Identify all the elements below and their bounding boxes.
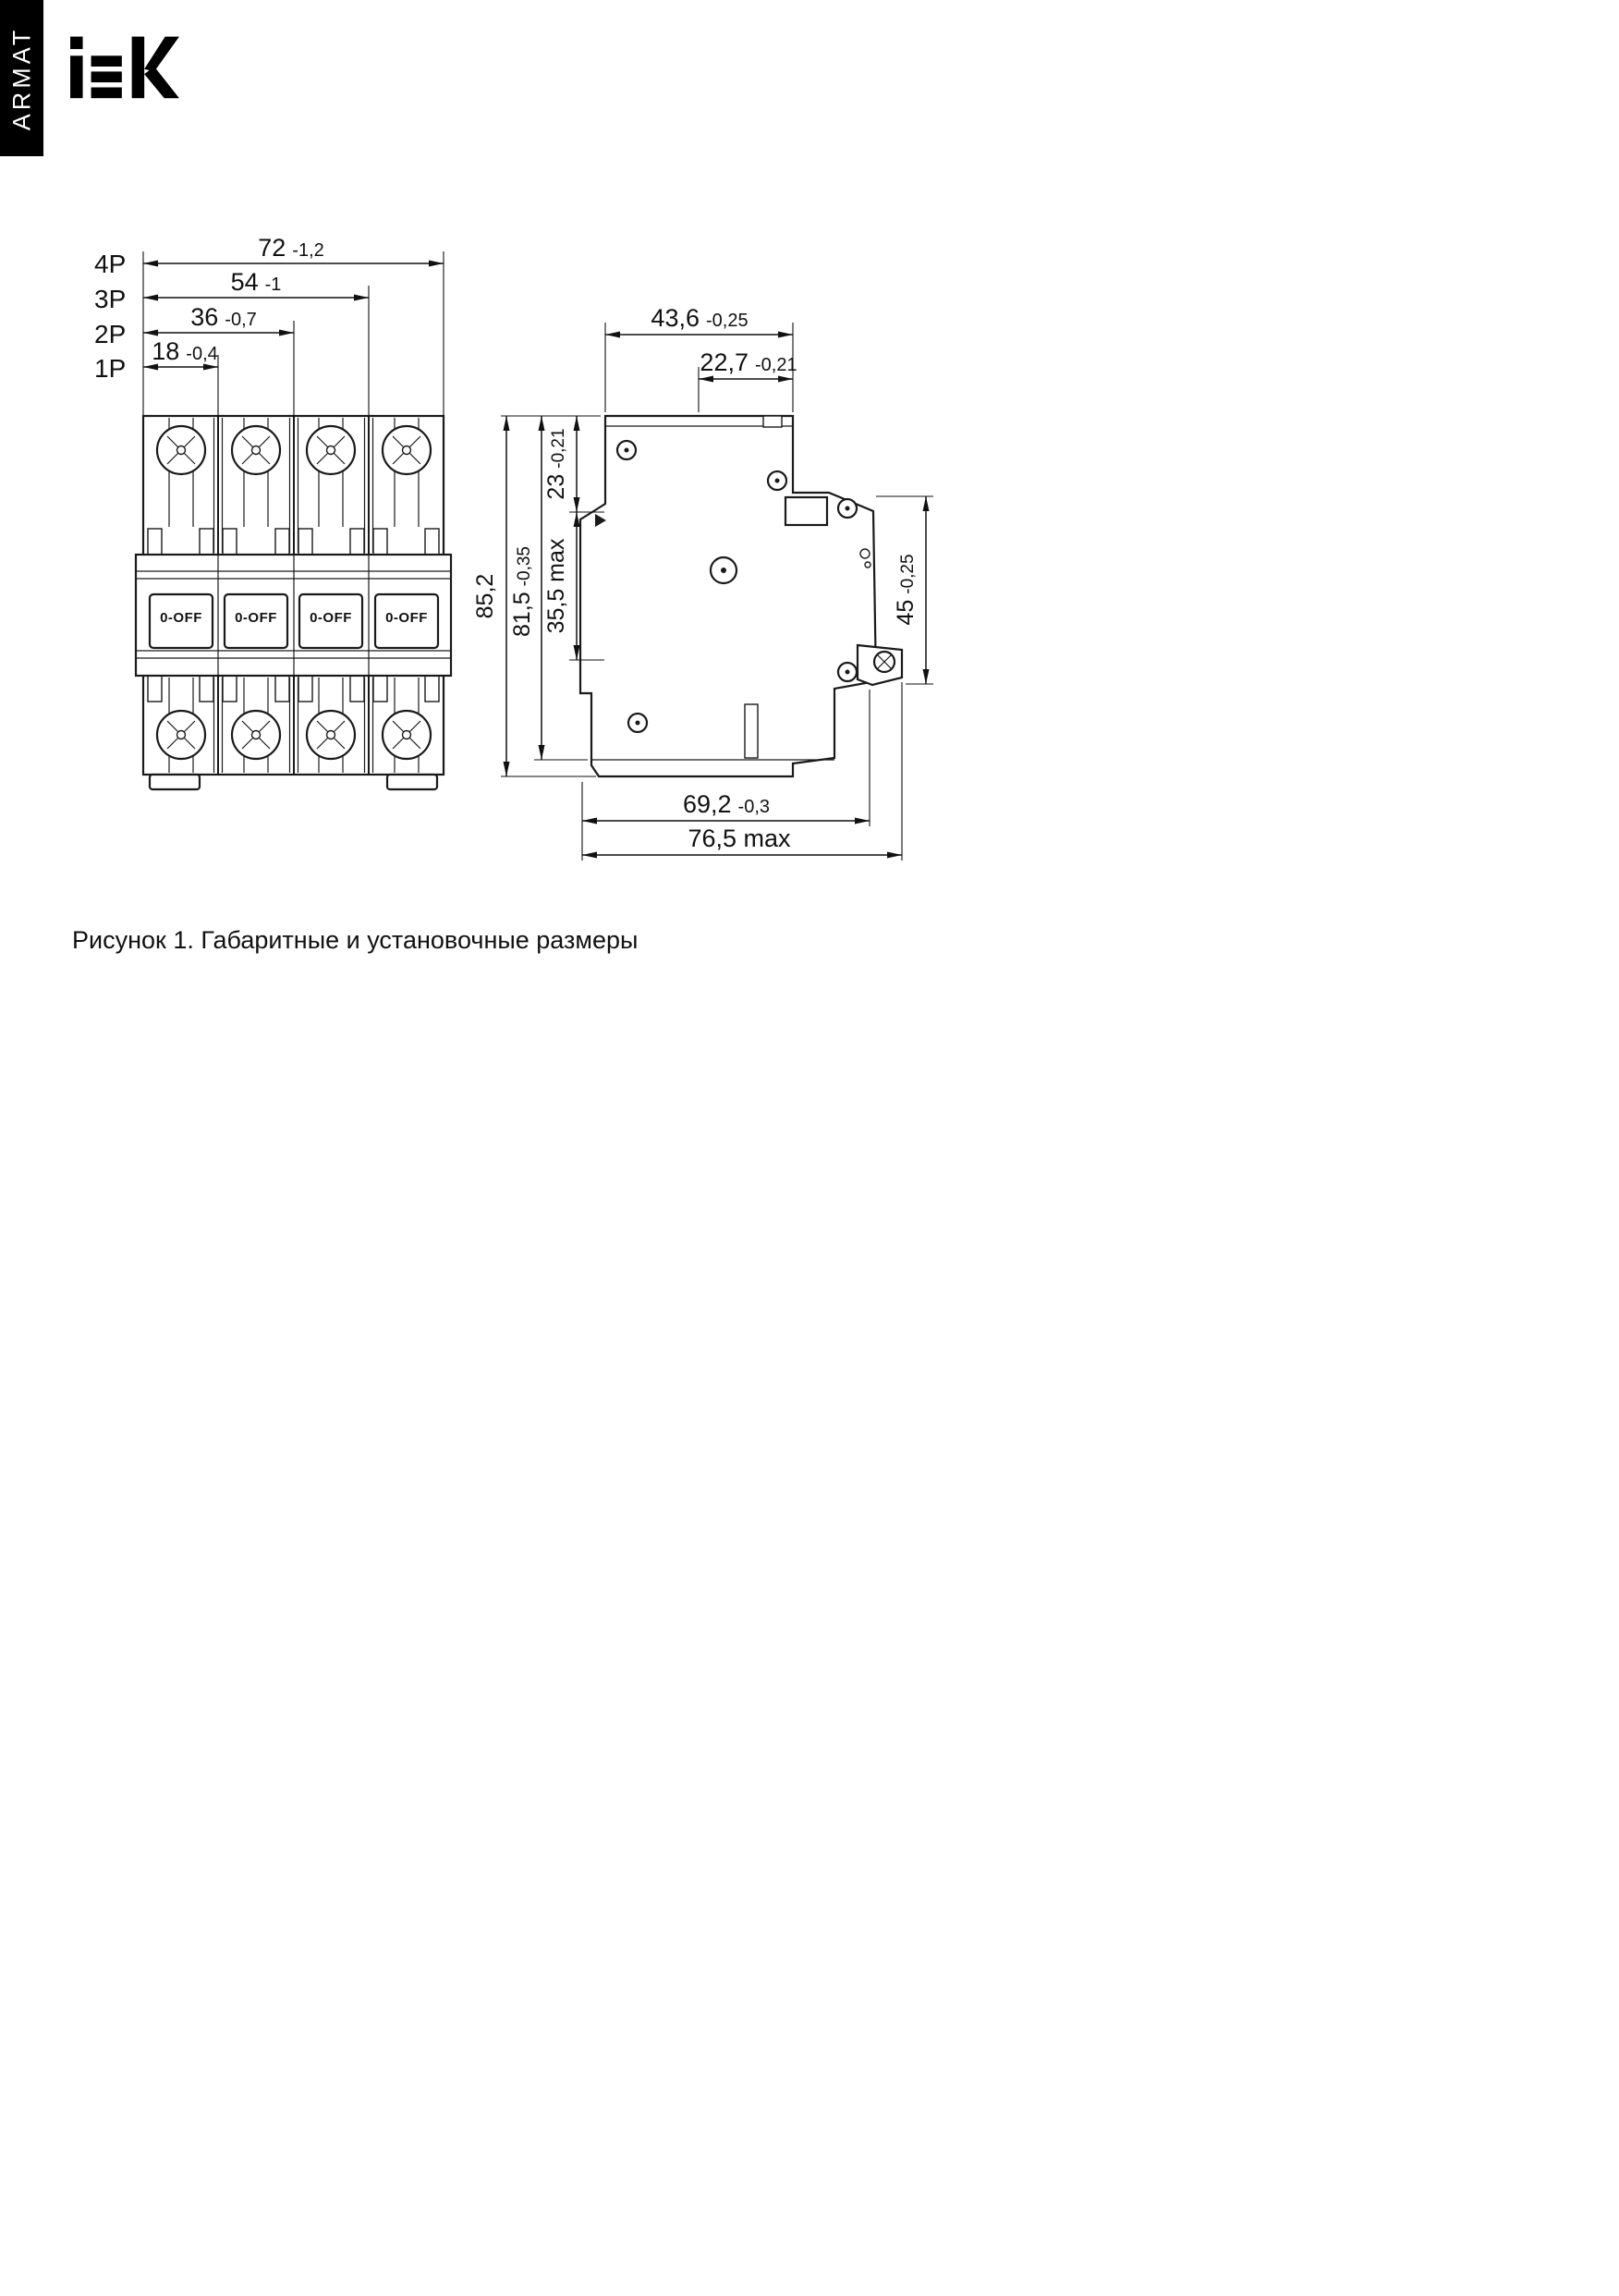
dim-tolerance: -0,4 <box>186 344 217 364</box>
dim-value: 43,6 <box>651 304 700 332</box>
dim-side-depth-top: 23 -0,21 <box>543 416 604 513</box>
dim-side-depth-max: 76,5 max <box>582 682 903 861</box>
toggle-label: 0-OFF <box>385 610 428 626</box>
figure-caption: Рисунок 1. Габаритные и установочные раз… <box>72 926 639 954</box>
dim-side-height-overall: 85,2 <box>472 415 601 777</box>
dim-value: 69,2 <box>683 790 732 818</box>
terminal-screw <box>305 709 357 761</box>
dim-side-depth-bottom: 69,2 -0,3 <box>581 690 870 861</box>
toggle-label: 0-OFF <box>235 610 277 626</box>
terminal-screw <box>155 709 207 761</box>
rivet <box>836 661 858 683</box>
rivet <box>836 497 858 519</box>
pole-label-2p: 2P <box>94 320 126 348</box>
rivet <box>766 470 788 492</box>
dim-text-width-step: 22,7 -0,21 <box>700 348 797 376</box>
dim-side-width-step: 22,7 -0,21 <box>698 348 797 412</box>
dim-tolerance: -0,21 <box>755 355 797 375</box>
dim-text-3p: 54 -1 <box>231 268 282 296</box>
front-witness-lines <box>142 251 444 418</box>
dim-value: 54 <box>231 268 259 296</box>
dim-value: 36 <box>190 303 218 331</box>
din-foot-right <box>385 773 439 791</box>
rivet <box>615 439 638 461</box>
dim-value: 22,7 <box>700 348 749 376</box>
dim-value: 45 <box>893 600 919 626</box>
toggle-slot <box>784 495 829 527</box>
toggle-switch-3: 0-OFF <box>298 592 364 650</box>
dim-text-width-top: 43,6 -0,25 <box>651 304 748 332</box>
toggle-label: 0-OFF <box>310 610 352 626</box>
terminal-screw <box>381 709 432 761</box>
dim-tolerance: -1,2 <box>292 240 323 261</box>
din-foot-left <box>148 773 201 791</box>
toggle-switch-4: 0-OFF <box>373 592 440 650</box>
dim-text-2p: 36 -0,7 <box>190 303 257 331</box>
dim-tolerance: -0,25 <box>706 311 749 331</box>
dim-text-1p: 18 -0,4 <box>152 337 218 365</box>
dim-tolerance: -1 <box>265 275 282 295</box>
dim-side-front-face: 45 -0,25 <box>876 495 933 685</box>
dim-value: 85,2 <box>472 574 498 619</box>
dim-value: 76,5 max <box>688 824 791 852</box>
terminal-clamps-bottom <box>147 675 440 702</box>
din-latch <box>856 643 904 687</box>
logo-letter-e <box>91 55 122 99</box>
dim-text-depth-top: 23 -0,21 <box>543 428 569 499</box>
dim-text-depth-max: 76,5 max <box>688 824 791 852</box>
dim-value: 18 <box>152 337 179 365</box>
dim-text-4p: 72 -1,2 <box>258 236 324 262</box>
toggle-label: 0-OFF <box>160 610 202 626</box>
toggle-handle <box>373 592 440 650</box>
dim-front-2p: 2P 36 -0,7 <box>94 303 294 348</box>
dim-front-3p: 3P 54 -1 <box>94 268 369 313</box>
dim-side-depth-handle: 35,5 max <box>543 512 604 661</box>
pole-label-1p: 1P <box>94 354 126 383</box>
dim-value: 35,5 max <box>543 538 569 633</box>
front-view-body: 0-OFF 0-OFF 0-OFF 0-OFF <box>134 414 453 791</box>
dim-text-depth-bottom: 69,2 -0,3 <box>683 790 770 818</box>
pole-label-4p: 4P <box>94 250 126 278</box>
dim-value: 23 <box>543 474 569 500</box>
side-profile-outline <box>578 414 878 778</box>
technical-drawing: 4P 72 -1,2 3P 54 -1 2P 36 -0,7 1P 18 -0,4 <box>94 236 933 861</box>
dim-text-depth-handle: 35,5 max <box>543 538 569 633</box>
logo-letter-k <box>131 36 179 99</box>
logo-letter-i <box>70 36 83 99</box>
dim-side-height-body: 81,5 -0,35 <box>509 416 588 761</box>
dim-value: 81,5 <box>509 592 535 637</box>
iek-logo: IEK <box>70 36 179 99</box>
dim-tolerance: -0,25 <box>898 554 918 593</box>
side-view: 43,6 -0,25 22,7 -0,21 85,2 81,5 -0,35 <box>472 304 933 861</box>
side-view-body <box>578 414 904 778</box>
toggle-switch-2: 0-OFF <box>223 592 289 650</box>
dim-tolerance: -0,35 <box>515 546 534 586</box>
rivet <box>627 712 649 734</box>
toggle-handle <box>148 592 214 650</box>
toggle-handle <box>223 592 289 650</box>
brand-armat-label: ARMAT <box>7 26 35 130</box>
dim-value: 72 <box>258 236 286 262</box>
pole-label-3p: 3P <box>94 285 126 313</box>
terminal-screw <box>381 424 432 476</box>
terminal-screw <box>155 424 207 476</box>
toggle-switch-1: 0-OFF <box>148 592 214 650</box>
terminal-screw <box>230 709 282 761</box>
terminal-screw <box>305 424 357 476</box>
dim-text-height-overall: 85,2 <box>472 574 498 619</box>
dim-text-front-face: 45 -0,25 <box>893 554 919 625</box>
brand-sidebar: ARMAT <box>0 0 43 156</box>
dim-text-height-body: 81,5 -0,35 <box>509 546 535 637</box>
dim-tolerance: -0,7 <box>225 310 256 330</box>
terminal-screw <box>230 424 282 476</box>
dim-tolerance: -0,21 <box>549 428 568 468</box>
dim-front-4p: 4P 72 -1,2 <box>94 236 444 278</box>
dim-tolerance: -0,3 <box>738 797 770 817</box>
front-view: 4P 72 -1,2 3P 54 -1 2P 36 -0,7 1P 18 -0,4 <box>94 236 453 791</box>
dim-front-1p: 1P 18 -0,4 <box>94 337 218 383</box>
toggle-handle <box>298 592 364 650</box>
dim-side-width-top: 43,6 -0,25 <box>604 304 794 412</box>
